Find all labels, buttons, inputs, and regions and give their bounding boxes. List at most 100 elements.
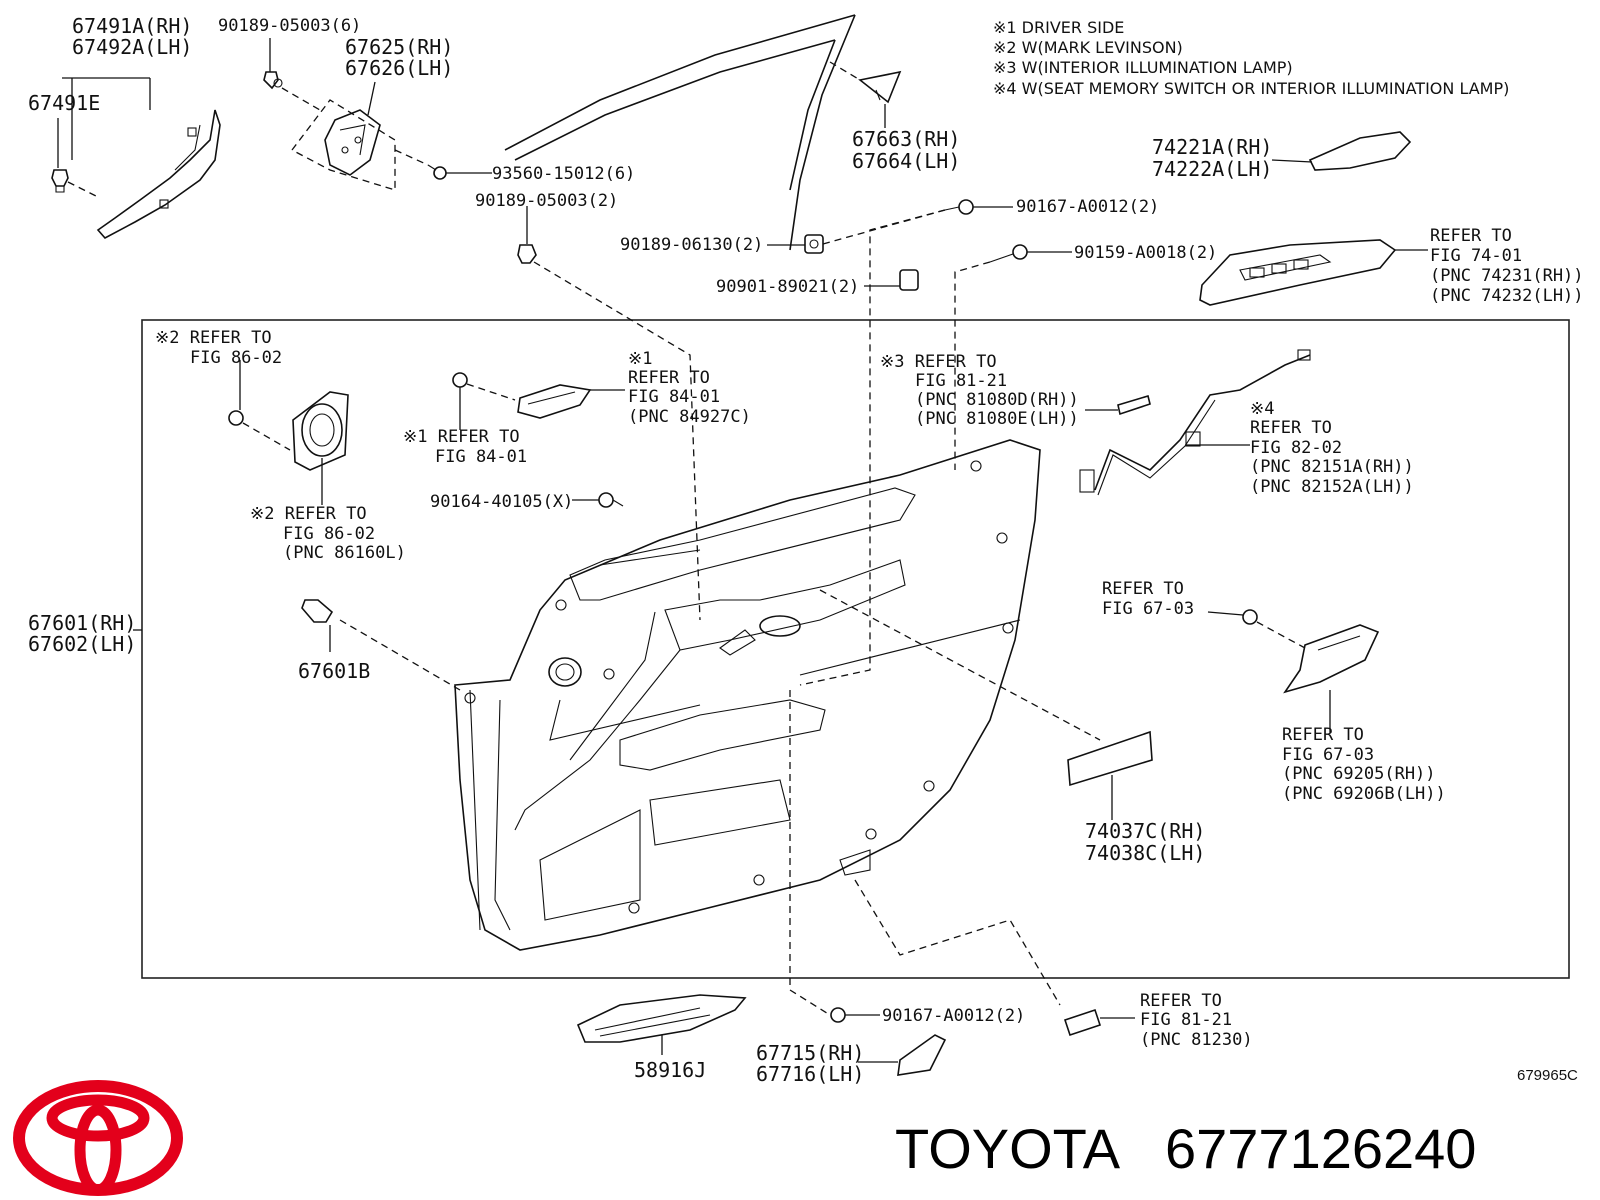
screw-90167-top bbox=[944, 199, 974, 215]
screw-90167-bot bbox=[830, 1007, 846, 1023]
clip-90901 bbox=[899, 269, 919, 291]
screw-90159 bbox=[989, 244, 1028, 263]
label-90901: 90901-89021(2) bbox=[716, 277, 859, 297]
label-refer-82-3: FIG 82-02 bbox=[1250, 438, 1342, 458]
label-refer-82-5: (PNC 82152A(LH)) bbox=[1250, 477, 1414, 497]
label-67491a: 67491A(RH) bbox=[72, 14, 192, 38]
label-refer-74-2: FIG 74-01 bbox=[1430, 246, 1522, 266]
label-67601b: 67601B bbox=[298, 659, 370, 683]
lead-67-03-dash bbox=[1256, 621, 1306, 649]
lead-90167-bot-dash bbox=[789, 690, 831, 1016]
label-refer-81a-3: (PNC 81080D(RH)) bbox=[915, 390, 1079, 410]
label-67626: 67626(LH) bbox=[345, 56, 453, 80]
label-67625: 67625(RH) bbox=[345, 35, 453, 59]
note-3: ※3 W(INTERIOR ILLUMINATION LAMP) bbox=[993, 58, 1293, 77]
door-trim-panel bbox=[454, 439, 1041, 951]
callout-labels: 67491A(RH) 67492A(LH) 67491E 90189-05003… bbox=[28, 14, 1584, 1086]
nut-90189-06130 bbox=[804, 234, 824, 254]
label-93560: 93560-15012(6) bbox=[492, 164, 635, 184]
lead-67-03-a bbox=[1207, 611, 1244, 616]
label-74037c: 74037C(RH) bbox=[1085, 819, 1205, 843]
clip-90189-2 bbox=[517, 244, 537, 264]
label-refer-67b-2: FIG 67-03 bbox=[1282, 745, 1374, 765]
note-4: ※4 W(SEAT MEMORY SWITCH OR INTERIOR ILLU… bbox=[993, 79, 1509, 98]
label-refer-84b-1: ※1 REFER TO bbox=[403, 427, 520, 447]
lead-67491a bbox=[62, 77, 151, 160]
label-67716: 67716(LH) bbox=[756, 1062, 864, 1086]
note-1: ※1 DRIVER SIDE bbox=[993, 18, 1124, 37]
lead-74037c-dash bbox=[819, 589, 1101, 741]
lead-90189-06130-b bbox=[822, 209, 946, 245]
label-90164: 90164-40105(X) bbox=[430, 492, 573, 512]
label-refer-86a-2: FIG 86-02 bbox=[190, 348, 282, 368]
label-90189-05003-2: 90189-05003(2) bbox=[475, 191, 618, 211]
part-74221a-armrest-pad bbox=[1308, 131, 1412, 171]
label-refer-81a-1: ※3 REFER TO bbox=[880, 352, 997, 372]
lead-86-02-dash bbox=[242, 422, 291, 451]
lead-67663-a bbox=[829, 61, 861, 81]
label-67491e: 67491E bbox=[28, 91, 100, 115]
assembly-frame bbox=[141, 319, 1570, 979]
label-refer-86b-1: ※2 REFER TO bbox=[250, 504, 367, 524]
label-refer-67a-1: REFER TO bbox=[1102, 579, 1184, 599]
speaker-grille-58916j bbox=[576, 994, 747, 1043]
label-90167-bot: 90167-A0012(2) bbox=[882, 1006, 1025, 1026]
lead-90189-2-path bbox=[533, 261, 701, 621]
label-refer-81b-3: (PNC 81230) bbox=[1140, 1030, 1253, 1050]
label-refer-82-4: (PNC 82151A(RH)) bbox=[1250, 457, 1414, 477]
label-refer-84a-2: REFER TO bbox=[628, 368, 710, 388]
label-refer-86b-2: FIG 86-02 bbox=[283, 524, 375, 544]
note-2: ※2 W(MARK LEVINSON) bbox=[993, 38, 1183, 57]
label-67663: 67663(RH) bbox=[852, 127, 960, 151]
label-90189-06130: 90189-06130(2) bbox=[620, 235, 763, 255]
label-67602: 67602(LH) bbox=[28, 632, 136, 656]
label-refer-84b-2: FIG 84-01 bbox=[435, 447, 527, 467]
label-refer-86b-3: (PNC 86160L) bbox=[283, 543, 406, 563]
clip-90189-6 bbox=[263, 71, 283, 90]
label-67664: 67664(LH) bbox=[852, 149, 960, 173]
part-67663-piece bbox=[858, 70, 902, 104]
lead-93560-a bbox=[394, 149, 429, 166]
label-refer-74-1: REFER TO bbox=[1430, 226, 1512, 246]
part-number: 6777126240 bbox=[1165, 1117, 1476, 1180]
lead-74221a bbox=[1271, 159, 1313, 163]
label-67715: 67715(RH) bbox=[756, 1041, 864, 1065]
label-90167-top: 90167-A0012(2) bbox=[1016, 197, 1159, 217]
harness-82151a bbox=[1079, 349, 1311, 496]
cap-67715 bbox=[897, 1034, 947, 1076]
label-refer-81b-1: REFER TO bbox=[1140, 991, 1222, 1011]
label-refer-67a-2: FIG 67-03 bbox=[1102, 599, 1194, 619]
label-refer-82-2: REFER TO bbox=[1250, 418, 1332, 438]
part-switch-panel-74231 bbox=[1199, 239, 1397, 306]
label-67492a: 67492A(LH) bbox=[72, 35, 192, 59]
label-refer-67b-4: (PNC 69206B(LH)) bbox=[1282, 784, 1446, 804]
label-refer-86a-1: ※2 REFER TO bbox=[155, 328, 272, 348]
screw-84-01 bbox=[452, 372, 468, 388]
label-67601: 67601(RH) bbox=[28, 611, 136, 635]
speaker-86160l bbox=[292, 391, 349, 471]
label-58916j: 58916J bbox=[634, 1058, 706, 1082]
clip-67601b bbox=[301, 599, 334, 623]
label-74038c: 74038C(LH) bbox=[1085, 841, 1205, 865]
label-90159: 90159-A0018(2) bbox=[1074, 243, 1217, 263]
handle-69205 bbox=[1283, 624, 1380, 694]
window-outline bbox=[504, 14, 856, 251]
label-refer-67b-1: REFER TO bbox=[1282, 725, 1364, 745]
label-refer-67b-3: (PNC 69205(RH)) bbox=[1282, 764, 1436, 784]
lead-84-01-a bbox=[466, 383, 516, 401]
label-refer-81a-2: FIG 81-21 bbox=[915, 371, 1007, 391]
part-67491a-garnish bbox=[96, 109, 221, 240]
label-refer-81a-4: (PNC 81080E(LH)) bbox=[915, 409, 1079, 429]
screw-67-03 bbox=[1242, 609, 1258, 625]
label-refer-84a-1: ※1 bbox=[628, 349, 652, 369]
notes-block: ※1 DRIVER SIDE ※2 W(MARK LEVINSON) ※3 W(… bbox=[993, 18, 1509, 98]
label-refer-74-4: (PNC 74232(LH)) bbox=[1430, 286, 1584, 306]
toyota-logo bbox=[13, 1080, 183, 1196]
label-refer-74-3: (PNC 74231(RH)) bbox=[1430, 266, 1584, 286]
lead-67625 bbox=[367, 81, 376, 116]
lamp-81230 bbox=[1063, 1008, 1102, 1037]
lead-90189-6 bbox=[281, 87, 321, 111]
lamp-81080d bbox=[1117, 394, 1151, 416]
